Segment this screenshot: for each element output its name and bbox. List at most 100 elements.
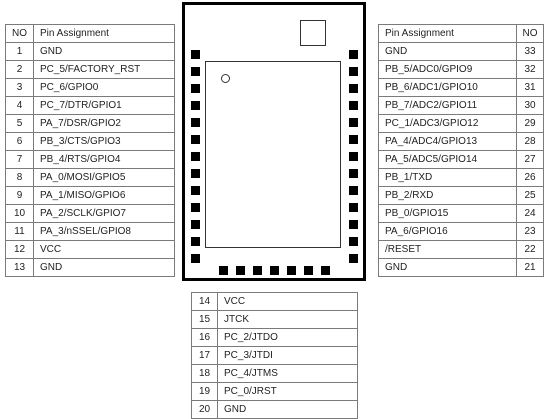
- pin-assignment: PA_1/MISO/GPIO6: [33, 186, 175, 205]
- left-pad: [191, 254, 200, 263]
- pin-number: 9: [5, 186, 34, 205]
- header-no: NO: [5, 24, 34, 43]
- pin-number: 6: [5, 132, 34, 151]
- right-pad: [349, 237, 358, 246]
- bottom-pad: [287, 266, 296, 275]
- pin-assignment: PA_5/ADC5/GPIO14: [378, 150, 517, 169]
- left-pad: [191, 220, 200, 229]
- left-pad: [191, 169, 200, 178]
- pin-number: 31: [516, 78, 544, 97]
- pin-assignment: /RESET: [378, 240, 517, 259]
- right-pad: [349, 186, 358, 195]
- header-no: NO: [516, 24, 544, 43]
- pin-assignment: VCC: [217, 292, 358, 311]
- pin-number: 4: [5, 96, 34, 115]
- pin-number: 1: [5, 42, 34, 61]
- pin-assignment: PB_2/RXD: [378, 186, 517, 205]
- pin-assignment: GND: [378, 258, 517, 277]
- right-pad: [349, 50, 358, 59]
- left-pad: [191, 152, 200, 161]
- pin-number: 22: [516, 240, 544, 259]
- pin-assignment: PB_5/ADC0/GPIO9: [378, 60, 517, 79]
- pin-assignment: PC_2/JTDO: [217, 328, 358, 347]
- pin-number: 7: [5, 150, 34, 169]
- right-pad: [349, 101, 358, 110]
- pin-number: 5: [5, 114, 34, 133]
- pin-assignment: PC_7/DTR/GPIO1: [33, 96, 175, 115]
- left-pad: [191, 135, 200, 144]
- bottom-pad: [219, 266, 228, 275]
- pin-number: 13: [5, 258, 34, 277]
- right-pad: [349, 135, 358, 144]
- pin-number: 27: [516, 150, 544, 169]
- bottom-pad: [253, 266, 262, 275]
- pin-number: 33: [516, 42, 544, 61]
- pin-number: 29: [516, 114, 544, 133]
- pin-assignment: PB_1/TXD: [378, 168, 517, 187]
- header-pin-assignment: Pin Assignment: [33, 24, 175, 43]
- pin-number: 24: [516, 204, 544, 223]
- pin-number: 30: [516, 96, 544, 115]
- pin-assignment: PC_0/JRST: [217, 382, 358, 401]
- pin-assignment: GND: [217, 400, 358, 419]
- bottom-pad: [304, 266, 313, 275]
- right-pad: [349, 254, 358, 263]
- pin-number: 15: [191, 310, 218, 329]
- left-pad: [191, 50, 200, 59]
- left-pad: [191, 84, 200, 93]
- pin-assignment: PB_7/ADC2/GPIO11: [378, 96, 517, 115]
- pin-number: 8: [5, 168, 34, 187]
- table-header-row: Pin Assignment NO: [378, 24, 544, 43]
- module-outline: [182, 2, 366, 281]
- pin-assignment: PA_2/SCLK/GPIO7: [33, 204, 175, 223]
- pin-number: 2: [5, 60, 34, 79]
- chip-outline: [205, 61, 341, 248]
- right-pad: [349, 203, 358, 212]
- pin-assignment: PA_6/GPIO16: [378, 222, 517, 241]
- header-pin-assignment: Pin Assignment: [378, 24, 517, 43]
- pin-assignment: PC_3/JTDI: [217, 346, 358, 365]
- bottom-pad: [321, 266, 330, 275]
- pin-number: 10: [5, 204, 34, 223]
- pin-number: 19: [191, 382, 218, 401]
- pin-assignment: PC_1/ADC3/GPIO12: [378, 114, 517, 133]
- pin1-marker-dot: [221, 74, 230, 83]
- pin-assignment: JTCK: [217, 310, 358, 329]
- pin-assignment: PA_3/nSSEL/GPIO8: [33, 222, 175, 241]
- pin-number: 3: [5, 78, 34, 97]
- pin-number: 12: [5, 240, 34, 259]
- pin-assignment: PB_0/GPIO15: [378, 204, 517, 223]
- pin-number: 16: [191, 328, 218, 347]
- pin-number: 28: [516, 132, 544, 151]
- pin-assignment: VCC: [33, 240, 175, 259]
- pin-assignment: GND: [378, 42, 517, 61]
- pin-assignment: GND: [33, 42, 175, 61]
